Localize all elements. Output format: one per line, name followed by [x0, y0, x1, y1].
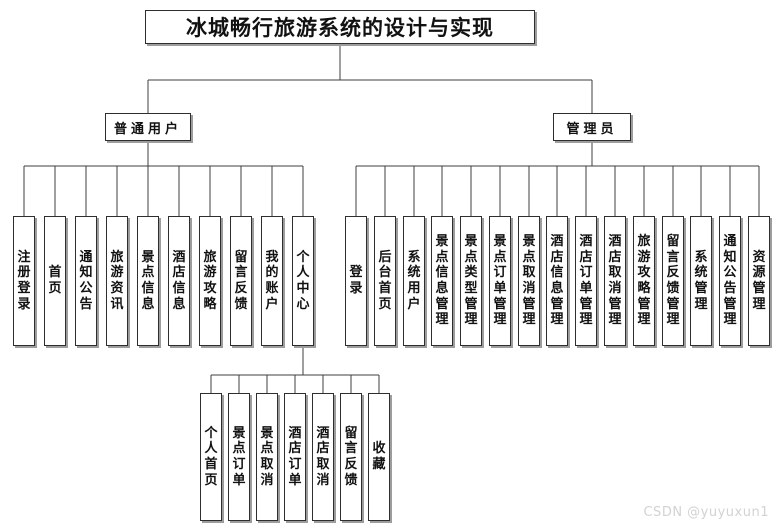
- node-label: 酒店信息管理: [550, 234, 564, 328]
- node-label: 景点订单管理: [493, 234, 507, 328]
- node-label: 我的账户: [265, 249, 279, 312]
- node-label: 酒店订单管理: [579, 234, 593, 328]
- node-label: 旅游攻略管理: [637, 234, 651, 328]
- node-message-feedback-sub: 留言反馈: [340, 393, 362, 521]
- branch-administrator: 管理员: [553, 113, 631, 141]
- node-label: 酒店取消管理: [608, 234, 622, 328]
- node-message-feedback-mgmt: 留言反馈管理: [662, 216, 684, 346]
- node-label: 酒店订单: [288, 425, 302, 488]
- node-label: 收藏: [372, 441, 386, 472]
- node-my-account: 我的账户: [261, 216, 283, 346]
- node-label: 登录: [349, 265, 363, 296]
- node-attraction-info: 景点信息: [137, 216, 159, 346]
- node-hotel-info: 酒店信息: [168, 216, 190, 346]
- node-label: 景点信息: [141, 249, 155, 312]
- node-notice-mgmt: 通知公告管理: [719, 216, 741, 346]
- node-label: 留言反馈: [344, 425, 358, 488]
- node-hotel-cancel-mgmt: 酒店取消管理: [604, 216, 626, 346]
- node-attraction-info-mgmt: 景点信息管理: [431, 216, 453, 346]
- node-label: 系统管理: [694, 249, 708, 312]
- node-label: 留言反馈管理: [666, 234, 680, 328]
- node-personal-center: 个人中心: [292, 216, 314, 346]
- node-label: 景点订单: [232, 425, 246, 488]
- node-attraction-cancel-mgmt: 景点取消管理: [518, 216, 540, 346]
- node-attraction-order: 景点订单: [228, 393, 250, 521]
- csdn-watermark: CSDN @yuyuxun1: [643, 505, 769, 520]
- node-label: 注册登录: [17, 249, 31, 312]
- node-home: 首页: [44, 216, 66, 346]
- node-label: 景点取消: [260, 425, 274, 488]
- node-hotel-cancel: 酒店取消: [312, 393, 334, 521]
- node-hotel-info-mgmt: 酒店信息管理: [546, 216, 568, 346]
- node-message-feedback: 留言反馈: [230, 216, 252, 346]
- node-attraction-cancel: 景点取消: [256, 393, 278, 521]
- diagram-title: 冰城畅行旅游系统的设计与实现: [145, 10, 535, 44]
- node-label: 系统用户: [407, 249, 421, 312]
- node-label: 通知公告: [79, 249, 93, 312]
- node-label: 景点信息管理: [435, 234, 449, 328]
- node-system-user: 系统用户: [403, 216, 425, 346]
- node-attraction-order-mgmt: 景点订单管理: [489, 216, 511, 346]
- node-notice-announcement: 通知公告: [75, 216, 97, 346]
- node-system-mgmt: 系统管理: [690, 216, 712, 346]
- node-label: 留言反馈: [234, 249, 248, 312]
- node-travel-news: 旅游资讯: [106, 216, 128, 346]
- node-label: 资源管理: [752, 249, 766, 312]
- node-label: 个人首页: [204, 425, 218, 488]
- node-travel-guide-mgmt: 旅游攻略管理: [633, 216, 655, 346]
- node-label: 通知公告管理: [723, 234, 737, 328]
- node-label: 酒店信息: [172, 249, 186, 312]
- node-register-login: 注册登录: [13, 216, 35, 346]
- node-hotel-order-mgmt: 酒店订单管理: [575, 216, 597, 346]
- node-hotel-order: 酒店订单: [284, 393, 306, 521]
- node-label: 景点取消管理: [522, 234, 536, 328]
- node-personal-home: 个人首页: [200, 393, 222, 521]
- node-resource-mgmt: 资源管理: [748, 216, 770, 346]
- node-label: 后台首页: [378, 249, 392, 312]
- node-favorites: 收藏: [368, 393, 390, 521]
- node-label: 首页: [48, 265, 62, 296]
- node-admin-login: 登录: [345, 216, 367, 346]
- branch-regular-user: 普通用户: [105, 113, 191, 141]
- node-label: 景点类型管理: [464, 234, 478, 328]
- node-label: 旅游攻略: [203, 249, 217, 312]
- node-label: 酒店取消: [316, 425, 330, 488]
- node-label: 旅游资讯: [110, 249, 124, 312]
- node-backend-home: 后台首页: [374, 216, 396, 346]
- node-attraction-type-mgmt: 景点类型管理: [460, 216, 482, 346]
- node-travel-guide: 旅游攻略: [199, 216, 221, 346]
- node-label: 个人中心: [296, 249, 310, 312]
